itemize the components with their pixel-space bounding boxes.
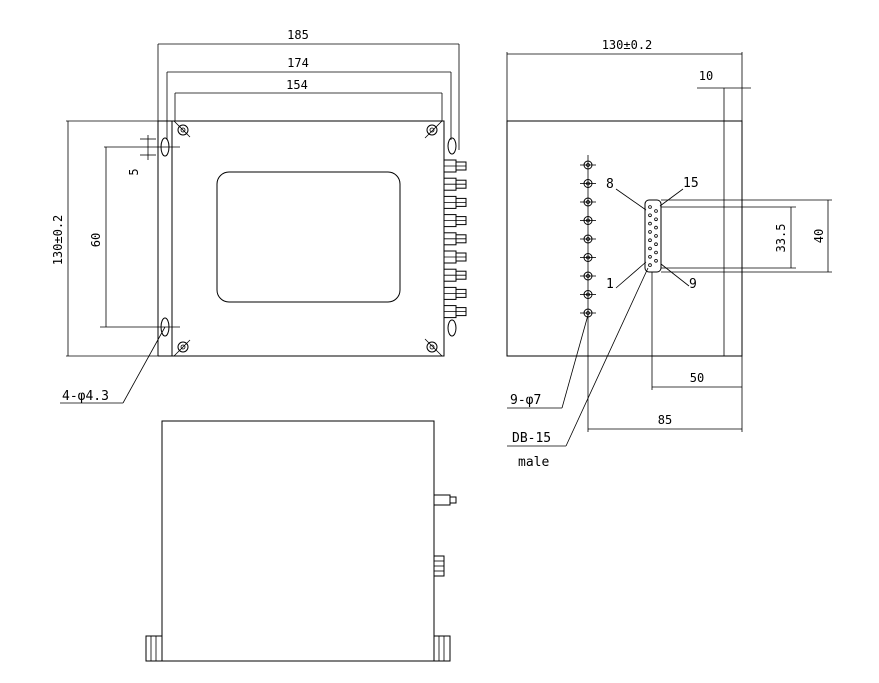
front-view-body xyxy=(161,420,435,662)
dim-10: 10 xyxy=(699,69,713,83)
panel-hole xyxy=(580,253,596,262)
sma-connector xyxy=(443,286,467,300)
dim-174: 174 xyxy=(287,56,309,70)
dim-60: 60 xyxy=(89,233,103,247)
connector-slot xyxy=(447,137,457,155)
db15-pin xyxy=(654,225,658,230)
db15-pin xyxy=(654,209,658,213)
top-view: 185 174 154 130±0.2 60 5 4-φ4.3 xyxy=(51,28,467,404)
db15-pin xyxy=(648,238,652,243)
connector-slot xyxy=(447,319,457,337)
corner-hole xyxy=(173,120,191,138)
display-window xyxy=(216,171,401,303)
panel-hole xyxy=(580,160,596,170)
sma-connector xyxy=(443,177,467,191)
db15-pin xyxy=(654,258,658,263)
sma-connector xyxy=(443,159,467,173)
dim-33-5: 33.5 xyxy=(774,224,788,253)
front-connector-stub xyxy=(433,494,451,506)
panel-hole xyxy=(580,197,596,207)
db15-pin xyxy=(648,263,652,267)
db15-pin xyxy=(648,230,652,234)
db15-pin xyxy=(654,250,658,255)
panel-hole xyxy=(580,290,596,299)
panel-hole xyxy=(580,271,596,281)
pin-label-8: 8 xyxy=(606,177,614,192)
db15-pin xyxy=(648,221,652,226)
side-view: 130±0.2 10 8 15 1 9 33.5 40 50 xyxy=(506,38,832,470)
panel-hole xyxy=(580,179,596,188)
side-view-body xyxy=(506,120,743,357)
flange-slot xyxy=(100,317,180,337)
sma-connector xyxy=(443,195,467,209)
connector-gender: male xyxy=(518,455,549,470)
front-foot-left xyxy=(145,635,163,662)
pin-label-1: 1 xyxy=(606,277,614,292)
pin-column xyxy=(580,160,596,318)
db15-pin xyxy=(654,234,658,238)
db15-pins xyxy=(648,205,658,267)
front-foot-right xyxy=(433,635,451,662)
front-view xyxy=(145,420,457,662)
connector-type: DB-15 xyxy=(512,431,551,446)
sma-connector-stack xyxy=(443,159,467,319)
panel-hole xyxy=(580,308,596,318)
dim-185: 185 xyxy=(287,28,309,42)
sma-connector xyxy=(443,250,467,264)
sma-connector xyxy=(443,268,467,282)
corner-hole xyxy=(424,120,443,139)
sma-connector xyxy=(443,232,467,246)
dim-5: 5 xyxy=(127,168,141,175)
db15-pin xyxy=(654,242,658,247)
db15-pin xyxy=(648,246,652,251)
sma-connector xyxy=(443,305,467,319)
dim-40: 40 xyxy=(812,229,826,243)
sma-connector xyxy=(443,214,467,228)
dim-154: 154 xyxy=(286,78,308,92)
db15-connector xyxy=(644,199,662,273)
hole-callout: 4-φ4.3 xyxy=(62,389,109,404)
db15-pin xyxy=(648,213,652,218)
db15-pin xyxy=(654,217,658,222)
corner-hole xyxy=(424,338,443,357)
panel-hole xyxy=(580,234,596,244)
pin-label-15: 15 xyxy=(683,176,699,191)
top-view-body xyxy=(171,120,445,357)
dim-85: 85 xyxy=(658,413,672,427)
panel-hole xyxy=(580,216,596,225)
db15-pin xyxy=(648,205,652,209)
dim-130-left: 130±0.2 xyxy=(51,215,65,266)
pin-label-9: 9 xyxy=(689,277,697,292)
connector-holes-callout: 9-φ7 xyxy=(510,393,541,408)
dim-50: 50 xyxy=(690,371,704,385)
flange-slot xyxy=(140,137,180,157)
corner-hole xyxy=(173,339,191,357)
dim-130-top: 130±0.2 xyxy=(602,38,653,52)
db15-pin xyxy=(648,254,652,259)
